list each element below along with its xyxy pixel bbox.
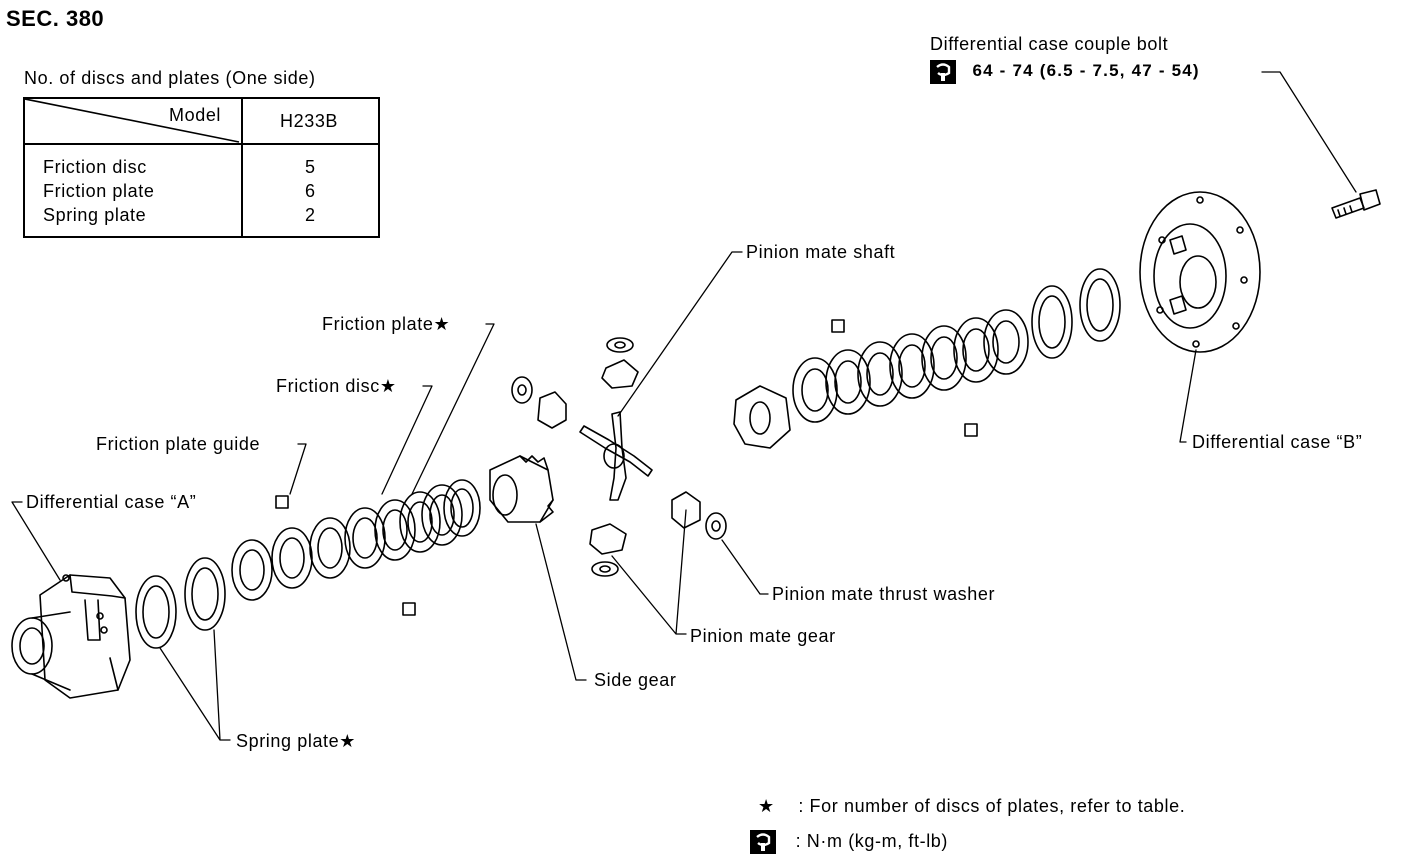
label-differential-case-a: Differential case “A” [26,492,197,512]
label-pinion-mate-thrust-washer: Pinion mate thrust washer [772,584,996,604]
pinion-gear-2 [601,359,639,389]
star-icon: ★ [758,796,775,816]
label-friction-plate: Friction plate★ [322,314,451,334]
label-couple-bolt: Differential case couple bolt [930,34,1169,54]
washer-1 [511,376,533,404]
pinion-gear-1 [537,391,567,429]
table-row-value: 5 [305,157,316,177]
side-gear-left-drawing [489,455,554,523]
table-header-h233b: H233B [280,111,339,131]
spring-plate-drawing [135,557,226,649]
washer-2 [606,337,634,353]
table-row-label: Friction disc [43,157,147,177]
section-number: SEC. 380 [6,6,105,31]
label-spring-plate: Spring plate★ [236,731,357,751]
label-side-gear: Side gear [594,670,677,690]
pinion-gear-4 [671,491,701,529]
friction-stack-left-drawing [231,479,481,601]
legend-torque: : N·m (kg-m, ft-lb) [750,830,948,854]
torque-wrench-icon [750,830,776,854]
plate-guide-d [964,423,978,437]
table-row-value: 2 [305,205,316,225]
legend-torque-text: : N·m (kg-m, ft-lb) [795,830,948,851]
table-row-label: Spring plate [43,205,147,225]
pinion-gear-3 [589,523,627,555]
legend-star-text: : For number of discs of plates, refer t… [798,796,1186,816]
torque-value: 64 - 74 (6.5 - 7.5, 47 - 54) [972,61,1200,81]
legend-star: ★ : For number of discs of plates, refer… [758,796,1185,817]
table-header-model: Model [169,105,222,125]
plate-guide-a [275,495,289,509]
plate-guide-c [831,319,845,333]
couple-bolt-drawing [1331,189,1381,219]
table-row-value: 6 [305,181,316,201]
leader-lines [11,71,1357,741]
side-gear-right-drawing [733,385,791,449]
label-differential-case-b: Differential case “B” [1192,432,1363,452]
table-row-label: Friction plate [43,181,155,201]
pinion-mate-shaft-drawing [579,411,653,501]
differential-case-a-drawing [11,574,131,699]
table-diagonal-divider [25,99,240,143]
table-title: No. of discs and plates (One side) [24,68,316,88]
label-pinion-mate-gear: Pinion mate gear [690,626,836,646]
torque-spec: 64 - 74 (6.5 - 7.5, 47 - 54) [930,60,1200,84]
table-column-divider [241,99,243,236]
disc-plate-table: Model H233B Friction disc 5 Friction pla… [23,97,380,238]
friction-stack-right-drawing [792,268,1121,423]
table-header-divider [25,143,378,145]
differential-case-b-drawing [1139,191,1261,353]
label-friction-disc: Friction disc★ [276,376,397,396]
washer-3 [591,561,619,577]
label-pinion-mate-shaft: Pinion mate shaft [746,242,896,262]
plate-guide-b [402,602,416,616]
washer-4 [705,512,727,540]
torque-wrench-icon [930,60,956,84]
label-friction-plate-guide: Friction plate guide [96,434,261,454]
